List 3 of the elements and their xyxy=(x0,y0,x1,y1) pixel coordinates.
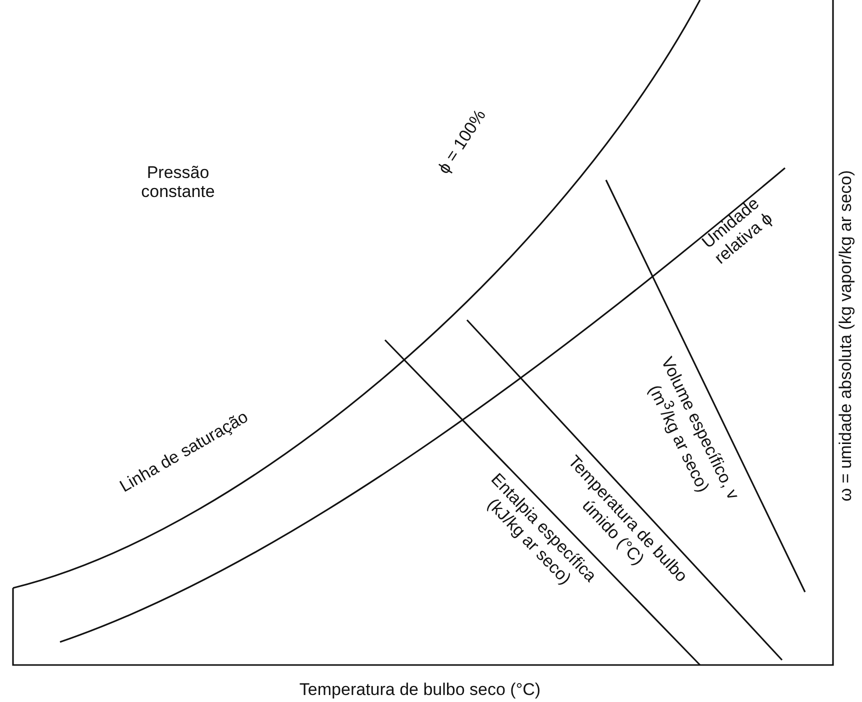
axis-title: ω = umidade absoluta (kg vapor/kg ar seco) xyxy=(836,169,856,504)
chart-note: Pressão constante xyxy=(140,162,216,202)
axis-title: Temperatura de bulbo seco (°C) xyxy=(298,680,542,700)
